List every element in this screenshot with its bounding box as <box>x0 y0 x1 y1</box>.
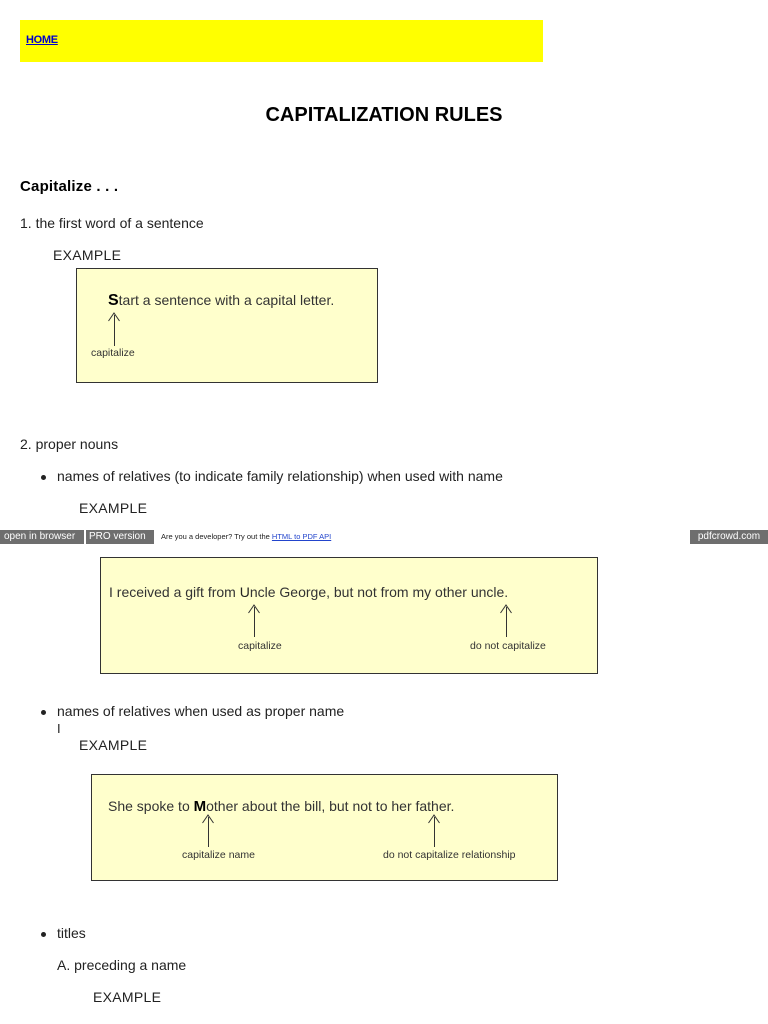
open-in-browser-button[interactable]: open in browser <box>0 530 84 544</box>
item-2-text: proper nouns <box>35 436 119 452</box>
example-label-2: EXAMPLE <box>79 500 148 516</box>
note-capitalize: capitalize <box>91 347 135 359</box>
home-link[interactable]: HOME <box>26 34 58 46</box>
example-label-1: EXAMPLE <box>53 247 122 263</box>
example-2-sentence: I received a gift from Uncle George, but… <box>109 584 508 600</box>
bullet-icon <box>41 710 46 715</box>
up-arrow-icon <box>428 814 440 847</box>
note-do-not-capitalize-relationship: do not capitalize relationship <box>383 849 516 861</box>
sentence-part-2: ncle George, but not from my other uncle… <box>249 584 509 600</box>
example-box-2: I received a gift from Uncle George, but… <box>100 557 598 674</box>
sentence-part-1: I received a gift from <box>109 584 240 600</box>
bullet-titles: titles <box>57 925 86 941</box>
bullet-icon <box>41 475 46 480</box>
bullet-relatives-proper: names of relatives when used as proper n… <box>57 703 345 719</box>
item-1-number: 1. <box>20 215 32 231</box>
capital-letter: U <box>239 584 250 600</box>
note-capitalize: capitalize <box>238 640 282 652</box>
item-2-number: 2. <box>20 436 32 452</box>
page-title: CAPITALIZATION RULES <box>265 104 503 126</box>
note-do-not-capitalize: do not capitalize <box>470 640 546 652</box>
capital-letter: S <box>108 292 119 309</box>
titles-sub-letter: A. <box>57 957 71 973</box>
example-3-sentence: She spoke to Mother about the bill, but … <box>108 798 454 815</box>
sentence-part-1: She spoke to <box>108 798 194 814</box>
bullet-icon <box>41 932 46 937</box>
pdfcrowd-site-button[interactable]: pdfcrowd.com <box>690 530 768 544</box>
pro-version-button[interactable]: PRO version <box>86 530 154 544</box>
up-arrow-icon <box>202 814 214 847</box>
pdfcrowd-banner <box>0 530 768 544</box>
example-box-3: She spoke to Mother about the bill, but … <box>91 774 558 881</box>
example-box-1: Start a sentence with a capital letter. … <box>76 268 378 383</box>
developer-promo-text: Are you a developer? Try out the <box>161 532 272 541</box>
up-arrow-icon <box>108 312 120 346</box>
section-heading: Capitalize . . . <box>20 178 119 195</box>
item-2: 2. proper nouns <box>20 436 118 452</box>
html-to-pdf-api-link[interactable]: HTML to PDF API <box>271 532 332 541</box>
item-1: 1. the first word of a sentence <box>20 215 204 231</box>
bullet-relatives-with-name: names of relatives (to indicate family r… <box>57 468 503 484</box>
example-label-4: EXAMPLE <box>93 989 162 1005</box>
developer-promo: Are you a developer? Try out the HTML to… <box>161 531 331 543</box>
example-label-3: EXAMPLE <box>79 737 148 753</box>
titles-sub-text: preceding a name <box>74 957 187 973</box>
sentence-rest: tart a sentence with a capital letter. <box>118 292 335 308</box>
capital-letter: M <box>193 798 207 815</box>
item-1-text: the first word of a sentence <box>35 215 204 231</box>
sentence-part-2: other about the bill, but not to her fat… <box>206 798 455 814</box>
up-arrow-icon <box>248 604 260 637</box>
text-cursor: I <box>57 721 61 736</box>
titles-sub-item: A. preceding a name <box>57 957 186 973</box>
note-capitalize-name: capitalize name <box>182 849 255 861</box>
example-1-sentence: Start a sentence with a capital letter. <box>108 292 334 310</box>
up-arrow-icon <box>500 604 512 637</box>
header-bar <box>20 20 543 62</box>
